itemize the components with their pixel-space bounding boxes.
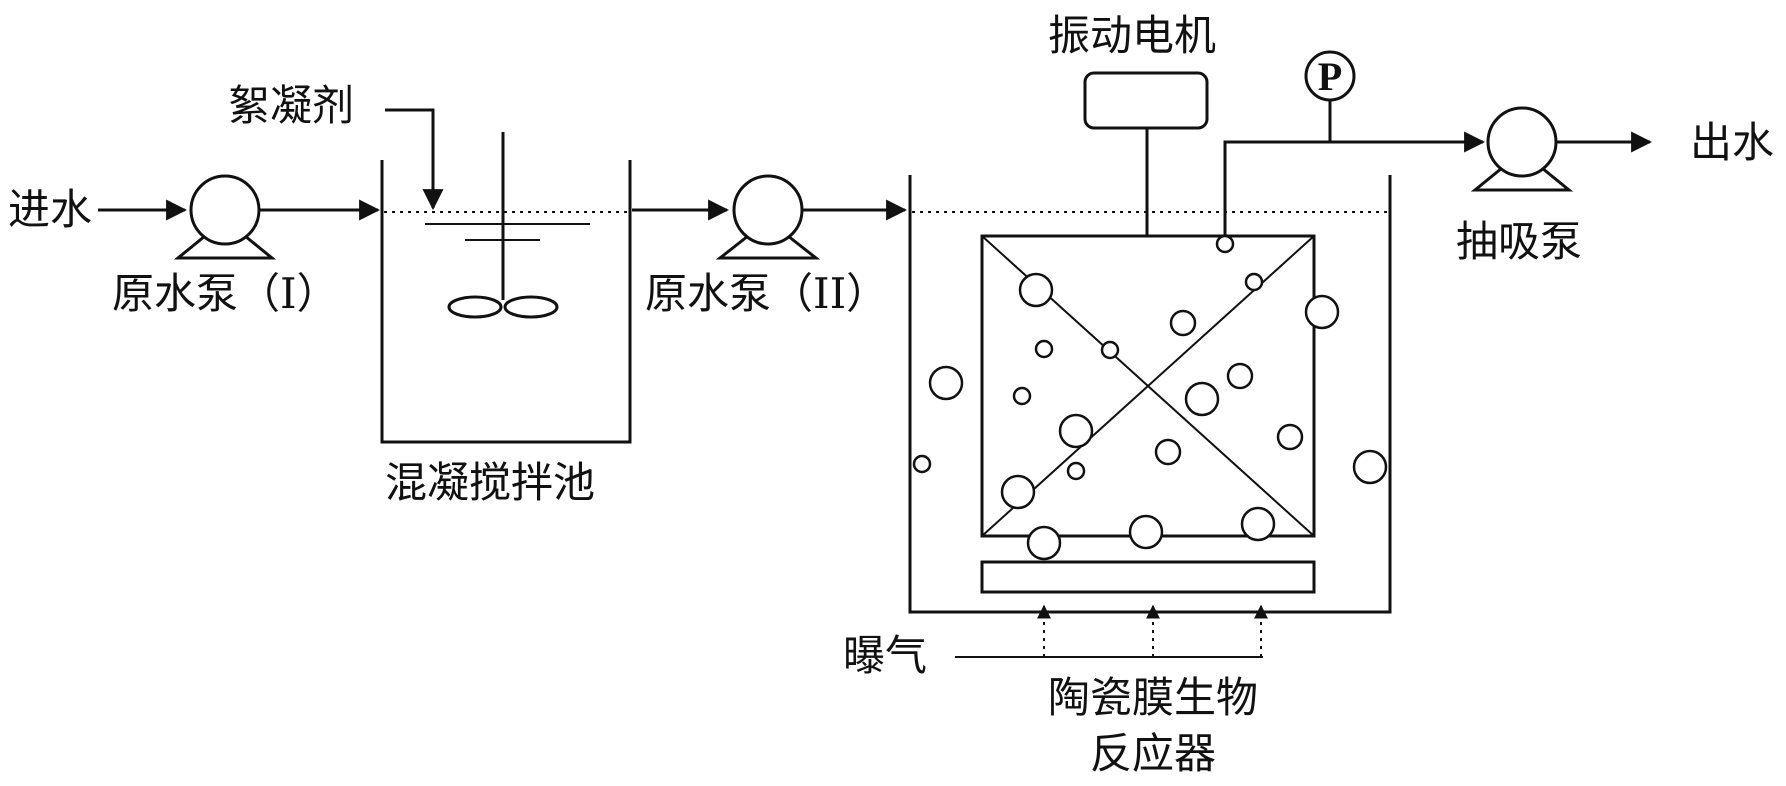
vibration-motor-label: 振动电机 (1048, 11, 1216, 60)
stirrer-icon (425, 132, 590, 319)
reactor-label-line1: 陶瓷膜生物 (1048, 673, 1258, 722)
raw-pump-2-icon (715, 174, 821, 260)
aeration-label: 曝气 (843, 631, 927, 680)
outlet-label: 出水 (1690, 118, 1774, 167)
mixing-tank (380, 160, 632, 444)
aeration-up-arrows (1037, 604, 1268, 657)
air-bubbles (912, 234, 1388, 561)
pressure-gauge-icon (1304, 50, 1356, 102)
reactor-label-line2: 反应器 (1090, 729, 1216, 778)
raw-pump-2-label: 原水泵（II） (645, 269, 888, 318)
pressure-gauge-label: P (1318, 54, 1342, 99)
flocculant-arrow (385, 108, 444, 211)
suction-pump-icon (1470, 106, 1574, 192)
aeration-diffuser (980, 560, 1316, 594)
inlet-label: 进水 (8, 185, 92, 234)
suction-pump-label: 抽吸泵 (1456, 217, 1582, 266)
vibration-motor-box (1083, 71, 1209, 130)
raw-pump-1-icon (173, 174, 277, 260)
permeate-pipe (1223, 131, 1486, 236)
mixing-tank-label: 混凝搅拌池 (385, 458, 595, 507)
flocculant-label: 絮凝剂 (228, 81, 354, 130)
raw-pump-1-label: 原水泵（I） (112, 269, 339, 318)
